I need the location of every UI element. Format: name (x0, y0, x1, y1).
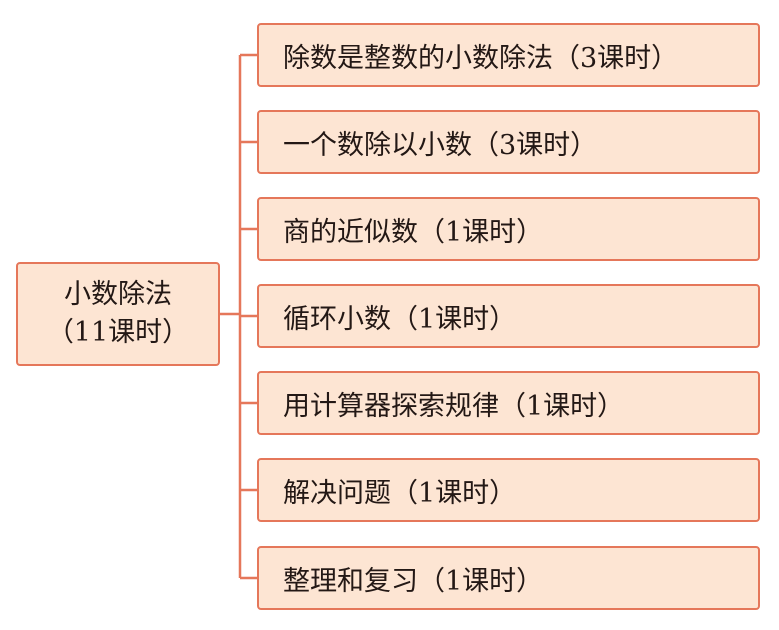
child-node-label: 一个数除以小数（3课时） (283, 129, 598, 161)
root-hours: （11课时） (46, 317, 190, 348)
child-node-label: 循环小数（1课时） (283, 303, 517, 335)
root-title: 小数除法 (64, 279, 172, 310)
child-node-label: 除数是整数的小数除法（3课时） (283, 42, 679, 74)
child-node-4: 循环小数（1课时） (257, 284, 760, 348)
child-node-7: 整理和复习（1课时） (257, 546, 760, 610)
root-node: 小数除法 （11课时） (16, 262, 220, 366)
child-node-5: 用计算器探索规律（1课时） (257, 371, 760, 435)
child-node-label: 用计算器探索规律（1课时） (283, 390, 625, 422)
child-node-1: 除数是整数的小数除法（3课时） (257, 23, 760, 87)
child-node-3: 商的近似数（1课时） (257, 197, 760, 261)
child-node-6: 解决问题（1课时） (257, 458, 760, 522)
child-node-label: 商的近似数（1课时） (283, 216, 544, 248)
child-node-2: 一个数除以小数（3课时） (257, 110, 760, 174)
child-node-label: 整理和复习（1课时） (283, 565, 544, 597)
child-node-label: 解决问题（1课时） (283, 477, 517, 509)
